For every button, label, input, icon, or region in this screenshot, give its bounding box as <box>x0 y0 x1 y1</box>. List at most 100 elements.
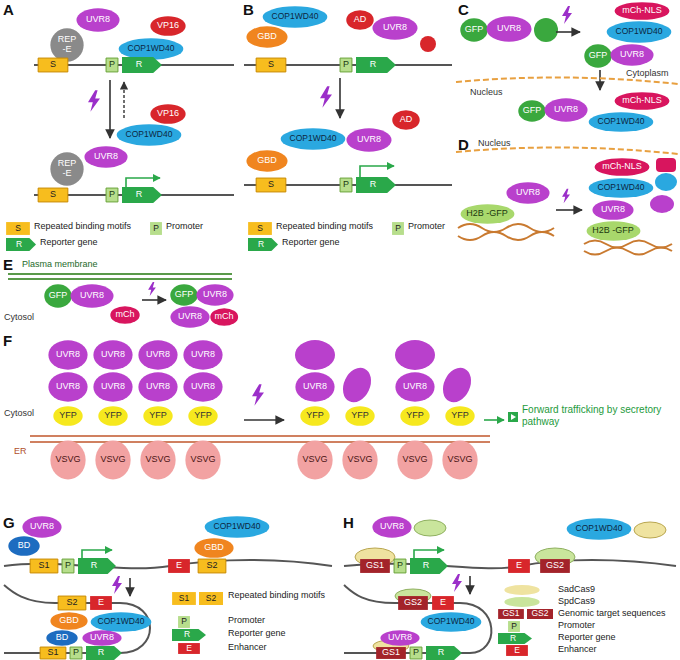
node-label: GBD <box>257 156 277 166</box>
panel-d-art <box>655 173 677 191</box>
shape-fill <box>356 177 396 193</box>
shape-fill <box>62 559 74 573</box>
node-label: COP1WD40 <box>98 617 145 626</box>
legend-symbol: R <box>498 633 528 644</box>
node-label: UVR8 <box>30 522 54 532</box>
node-label: YFP <box>194 411 212 421</box>
node-label: VSVG <box>145 455 170 465</box>
shape-fill <box>342 440 377 479</box>
panel-f-art <box>511 414 516 420</box>
gfp-tag: GFP <box>170 284 198 306</box>
panel-letter: F <box>3 332 12 349</box>
node-label: COP1WD40 <box>598 117 645 126</box>
legend-text: Promoter <box>408 221 445 231</box>
panel-h-art <box>452 574 462 592</box>
shape-fill <box>586 221 640 241</box>
shape-fill <box>90 596 112 610</box>
node-label: YFP <box>104 411 122 421</box>
shape-fill <box>504 585 539 595</box>
vsvg-protein: VSVG <box>442 440 478 480</box>
uvr8-protein: UVR8 <box>183 340 223 370</box>
vsvg-protein: VSVG <box>50 440 86 480</box>
mcherry-tag: mCh <box>110 306 140 324</box>
reporter-gene-arrow: R <box>410 558 448 574</box>
legend-symbol: R <box>248 238 274 251</box>
node-label: UVR8 <box>146 350 170 360</box>
uvr8-protein: UVR8 <box>84 146 128 168</box>
legend-symbol: P <box>392 222 404 235</box>
region-label: Cytoplasm <box>626 68 669 78</box>
shape-fill <box>394 559 406 573</box>
panel-h-art <box>414 550 444 558</box>
node-label: S2 <box>206 561 217 571</box>
node-label: YFP <box>306 411 324 421</box>
shape-fill <box>589 112 654 132</box>
cop1-protein: COP1WD40 <box>280 128 346 150</box>
node-label: mCh-NLS <box>622 96 662 106</box>
node-label: UVR8 <box>554 105 578 115</box>
node-label: R <box>136 60 143 70</box>
shape-fill <box>397 440 432 479</box>
panel-e-art <box>8 273 232 275</box>
panel-d-art <box>584 241 672 248</box>
node-label: AD <box>354 15 367 25</box>
panel-b-art <box>420 36 436 52</box>
shape-fill <box>150 104 185 124</box>
cop1-protein: COP1WD40 <box>420 612 482 632</box>
cop1-protein: COP1WD40 <box>118 38 184 60</box>
reporter-gene-arrow: R <box>122 187 162 203</box>
shape-fill <box>400 406 429 426</box>
node-label: GBD <box>59 616 79 626</box>
node-label: UVR8 <box>56 350 80 360</box>
panel-e-art <box>8 278 232 280</box>
panel-letter: G <box>3 514 15 531</box>
shape-fill <box>584 44 611 68</box>
legend-symbol: S1 <box>172 592 196 605</box>
reporter-gene-arrow: R <box>356 57 396 73</box>
panel-h-art <box>469 576 471 594</box>
shape-fill <box>256 178 286 192</box>
node-label: R <box>136 190 143 200</box>
node-label: E <box>440 598 446 608</box>
shape-fill <box>372 16 417 40</box>
promoter-box: P <box>340 178 352 192</box>
shape-fill <box>360 559 390 573</box>
node-label: COP1WD40 <box>428 617 475 626</box>
node-label: UVR8 <box>56 382 80 392</box>
shape-fill <box>518 100 545 122</box>
node-label: UVR8 <box>90 633 114 643</box>
legend-text: SpdCas9 <box>558 596 595 606</box>
uvr8-protein: UVR8 <box>48 372 88 402</box>
node-label: UVR8 <box>303 382 327 392</box>
panel-d-art <box>584 248 672 255</box>
promoter-box: P <box>70 647 82 659</box>
yfp-tag: YFP <box>300 406 330 426</box>
legend-text: Promoter <box>228 615 265 625</box>
panel-g-art <box>199 592 223 605</box>
binding-motif-box: S1 <box>40 647 66 659</box>
shape-fill <box>38 188 68 202</box>
shape-fill <box>183 340 222 369</box>
node-label: VSVG <box>302 455 327 465</box>
vsvg-protein: VSVG <box>140 440 176 480</box>
promoter-box: P <box>106 58 118 72</box>
node-label: YFP <box>451 411 469 421</box>
shape-fill <box>460 204 514 224</box>
shape-fill <box>185 440 220 479</box>
gfp-tag: GFP <box>518 100 546 122</box>
shape-fill <box>119 38 184 60</box>
panel-a-art <box>34 65 234 195</box>
panel-d-art <box>562 189 570 203</box>
shape-fill <box>248 238 278 251</box>
panel-g-art <box>4 585 150 653</box>
uvr8-protein: UVR8 <box>196 284 234 306</box>
reporter-gene-arrow: R <box>86 646 122 660</box>
binding-motif-box: S <box>38 58 68 72</box>
legend-text: Enhancer <box>558 644 597 654</box>
panel-h-art <box>414 520 446 536</box>
yfp-tag: YFP <box>345 406 375 426</box>
cop1-protein: COP1WD40 <box>566 518 632 540</box>
shape-fill <box>150 16 185 36</box>
panel-b-art <box>244 36 452 185</box>
uvr8-protein: UVR8 <box>48 340 88 370</box>
